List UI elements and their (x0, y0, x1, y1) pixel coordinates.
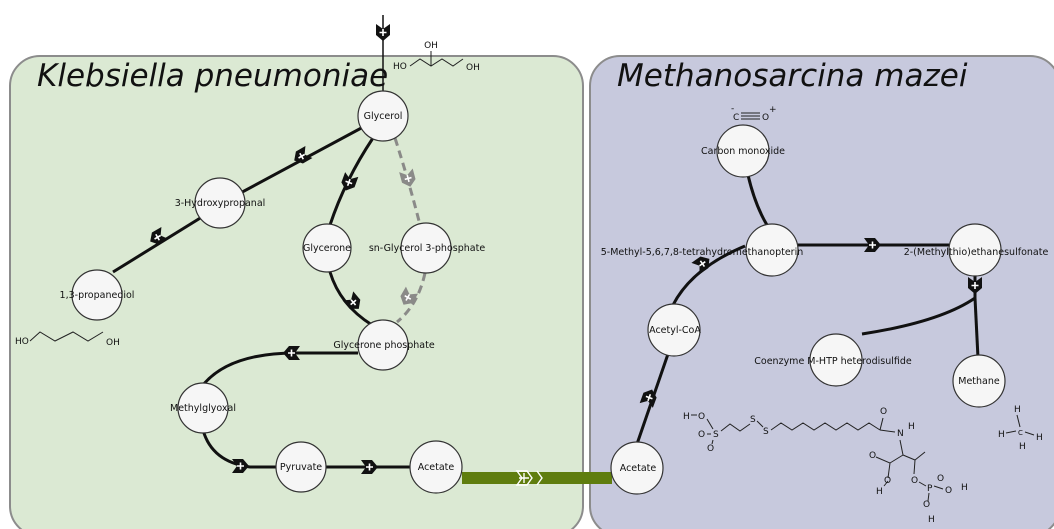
node-label-methane: Methane (958, 376, 1000, 387)
compartment-title-methanosarcina: Methanosarcina mazei (617, 58, 968, 94)
coenzyme-m-htp-structure: H O S O O S S O N H O H O O P O O H (683, 407, 968, 525)
svg-text:OH: OH (466, 63, 480, 73)
edge-glyceronephosphate-methylglyoxal (201, 351, 358, 386)
node-acetate-right[interactable] (610, 441, 664, 495)
node-label-glycerol: Glycerol (364, 111, 403, 122)
node-label-carbon-monoxide: Carbon monoxide (701, 146, 785, 157)
svg-text:O: O (884, 476, 891, 486)
edge-carbonmonoxide-methylthmpt (746, 174, 769, 226)
node-label-coenzyme-m-htp: Coenzyme M-HTP heterodisulfide (754, 356, 912, 367)
svg-text:H: H (1036, 433, 1043, 443)
svg-text:H: H (683, 412, 690, 422)
node-label-pyruvate: Pyruvate (280, 462, 322, 473)
node-label-acetate-right: Acetate (620, 463, 657, 474)
node-label-methyl-thmpt: 5-Methyl-5,6,7,8-tetrahydromethanopterin (601, 247, 803, 258)
node-label-propanediol: 1,3-propanediol (60, 290, 135, 301)
node-label-glycerone-phosphate: Glycerone phosphate (333, 340, 434, 351)
node-glycerone-phosphate[interactable] (357, 319, 409, 371)
svg-text:O: O (707, 444, 714, 454)
node-methane[interactable] (952, 354, 1006, 408)
compartment-title-klebsiella: Klebsiella pneumoniae (37, 58, 388, 94)
svg-text:O: O (880, 407, 887, 417)
svg-text:N: N (897, 429, 904, 439)
svg-text:H: H (1014, 405, 1021, 415)
svg-text:O: O (937, 474, 944, 484)
compartment-methanosarcina (589, 55, 1054, 529)
svg-text:H: H (998, 430, 1005, 440)
compartment-klebsiella (9, 55, 584, 529)
svg-text:S: S (750, 415, 756, 425)
node-carbon-monoxide[interactable] (716, 124, 770, 178)
node-label-glycerone: Glycerone (303, 243, 351, 254)
svg-text:O: O (923, 500, 930, 510)
edge-junction-methane (973, 297, 980, 359)
svg-text:O: O (945, 486, 952, 496)
node-label-methylglyoxal: Methylglyoxal (170, 403, 236, 414)
node-hydroxypropanal[interactable] (194, 177, 246, 229)
svg-text:OH: OH (106, 338, 120, 348)
svg-text:O: O (911, 476, 918, 486)
svg-text:C: C (1018, 429, 1023, 437)
node-methyl-thmpt[interactable] (745, 223, 799, 277)
node-label-acetate-left: Acetate (418, 462, 455, 473)
node-label-hydroxypropanal: 3-Hydroxypropanal (175, 198, 266, 209)
svg-text:H: H (961, 483, 968, 493)
node-methylthio-es[interactable] (948, 223, 1002, 277)
node-coenzyme-m-htp[interactable] (809, 333, 863, 387)
node-sn-glycerol-3-phosphate[interactable] (400, 222, 452, 274)
svg-text:O: O (762, 113, 769, 123)
node-label-sn-glycerol-3-phosphate: sn-Glycerol 3-phosphate (369, 243, 485, 254)
methane-structure: H C H H H (998, 405, 1043, 452)
svg-text:S: S (763, 427, 769, 437)
svg-text:OH: OH (424, 41, 438, 51)
svg-text:O: O (698, 412, 705, 422)
node-propanediol[interactable] (71, 269, 123, 321)
node-glycerol[interactable] (357, 90, 409, 142)
transport-reaction-icon (515, 470, 543, 486)
edge-methylglyoxal-pyruvate (201, 429, 276, 469)
svg-text:C: C (733, 113, 739, 123)
svg-text:+: + (769, 105, 777, 115)
svg-text:-: - (731, 104, 734, 114)
svg-text:H: H (928, 515, 935, 525)
svg-text:H: H (1019, 442, 1026, 452)
edge-glycerol-snglycerol (393, 137, 422, 226)
node-methylglyoxal[interactable] (177, 382, 229, 434)
glycerol-structure: OH HO OH (393, 41, 480, 73)
svg-text:O: O (698, 430, 705, 440)
propanediol-structure: HO OH (15, 331, 120, 348)
node-acetyl-coa[interactable] (647, 303, 701, 357)
svg-text:S: S (713, 430, 719, 440)
edge-junction-heterodisulfide (861, 296, 976, 336)
node-label-methylthio-es: 2-(Methylthio)ethanesulfonate (904, 247, 1049, 258)
svg-text:HO: HO (15, 337, 29, 347)
node-acetate-left[interactable] (409, 440, 463, 494)
transport-channel (462, 472, 612, 484)
carbon-monoxide-structure: C O - + (731, 104, 777, 123)
node-label-acetyl-coa: Acetyl-CoA (649, 325, 701, 336)
svg-text:P: P (927, 484, 933, 494)
node-glycerone[interactable] (302, 223, 352, 273)
svg-text:H: H (876, 487, 883, 497)
svg-text:H: H (908, 422, 915, 432)
node-pyruvate[interactable] (275, 441, 327, 493)
edge-snglycerol-glyceronephosphate (396, 272, 427, 324)
svg-text:O: O (869, 451, 876, 461)
svg-text:HO: HO (393, 62, 407, 72)
